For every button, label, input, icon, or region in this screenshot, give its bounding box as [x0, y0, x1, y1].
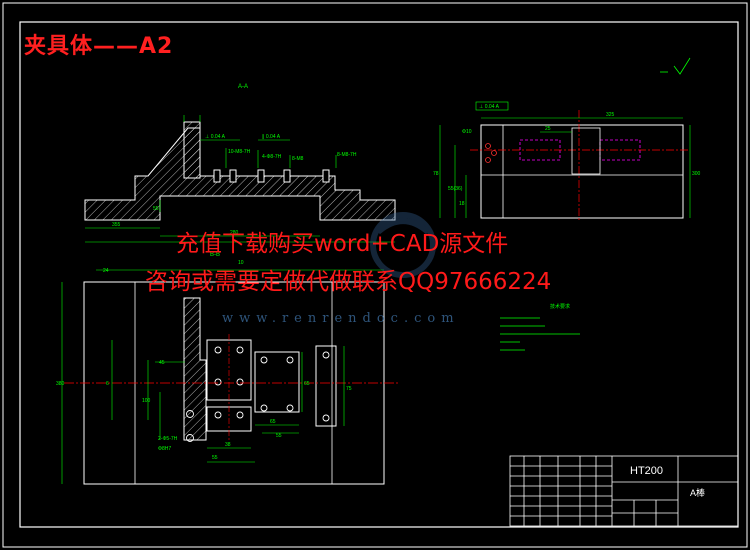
svg-text:75: 75 — [346, 386, 352, 392]
svg-text:8-M8: 8-M8 — [292, 156, 304, 162]
section-label-a-a: A-A — [238, 84, 248, 90]
svg-text:4-Φ8-7H: 4-Φ8-7H — [262, 154, 282, 160]
side-view: ⊥ 0.04 A 325 78 55(36) 18 300 25 Φ10 — [433, 57, 701, 222]
svg-text:2-Φ5-7H: 2-Φ5-7H — [158, 436, 178, 442]
svg-text:24: 24 — [103, 268, 109, 274]
svg-text:325: 325 — [606, 112, 615, 118]
svg-text:10: 10 — [238, 260, 244, 266]
svg-text:380: 380 — [56, 381, 65, 387]
inner-frame — [19, 21, 739, 528]
notes-heading: 技术要求 — [550, 303, 570, 310]
svg-text:55: 55 — [276, 433, 282, 439]
svg-text:38: 38 — [225, 442, 231, 448]
svg-text:10-M8-7H: 10-M8-7H — [228, 149, 251, 155]
svg-text:55(36): 55(36) — [448, 186, 463, 192]
svg-text:Φ8H7: Φ8H7 — [158, 446, 171, 452]
svg-text:78: 78 — [433, 171, 439, 177]
section-view-a-a: 355 280 ⊥ 0.04 A ∥ 0.04 A 10-M8-7H 4-Φ8-… — [84, 84, 396, 243]
part-name-label: A棒 — [690, 488, 706, 498]
promo-line-1: 充值下载购买word+CAD源文件 — [176, 231, 509, 257]
logo-watermark — [370, 212, 436, 278]
svg-text:55: 55 — [212, 455, 218, 461]
site-watermark: www.renrendoc.com — [222, 311, 460, 326]
svg-text:Φ10: Φ10 — [462, 129, 472, 135]
drawing-title: 夹具体——A2 — [24, 34, 174, 59]
technical-notes: 技术要求 — [500, 303, 580, 351]
svg-text:∥ 0.04 A: ∥ 0.04 A — [262, 134, 281, 140]
svg-text:65: 65 — [304, 381, 310, 387]
plan-view-b-b: 380 6 100 45 38 55 65 55 65 75 2-Φ5-7H Φ… — [56, 252, 398, 485]
svg-text:25: 25 — [545, 126, 551, 132]
svg-text:6: 6 — [106, 381, 109, 387]
svg-text:18: 18 — [459, 201, 465, 207]
svg-text:55: 55 — [153, 206, 159, 212]
title-block — [509, 455, 739, 527]
svg-text:65: 65 — [270, 419, 276, 425]
material-label: HT200 — [630, 465, 664, 477]
svg-text:⊥ 0.04 A: ⊥ 0.04 A — [205, 134, 226, 140]
svg-text:355: 355 — [112, 222, 121, 228]
promo-line-2: 咨询或需要定做代做联系QQ97666224 — [145, 269, 552, 295]
svg-text:45: 45 — [159, 360, 165, 366]
svg-text:100: 100 — [142, 398, 151, 404]
svg-text:300: 300 — [692, 171, 701, 177]
section-label-b-b: B-B — [210, 252, 220, 258]
svg-text:⊥ 0.04 A: ⊥ 0.04 A — [479, 104, 500, 110]
svg-text:280: 280 — [230, 230, 239, 236]
svg-text:8-M8-7H: 8-M8-7H — [337, 152, 357, 158]
